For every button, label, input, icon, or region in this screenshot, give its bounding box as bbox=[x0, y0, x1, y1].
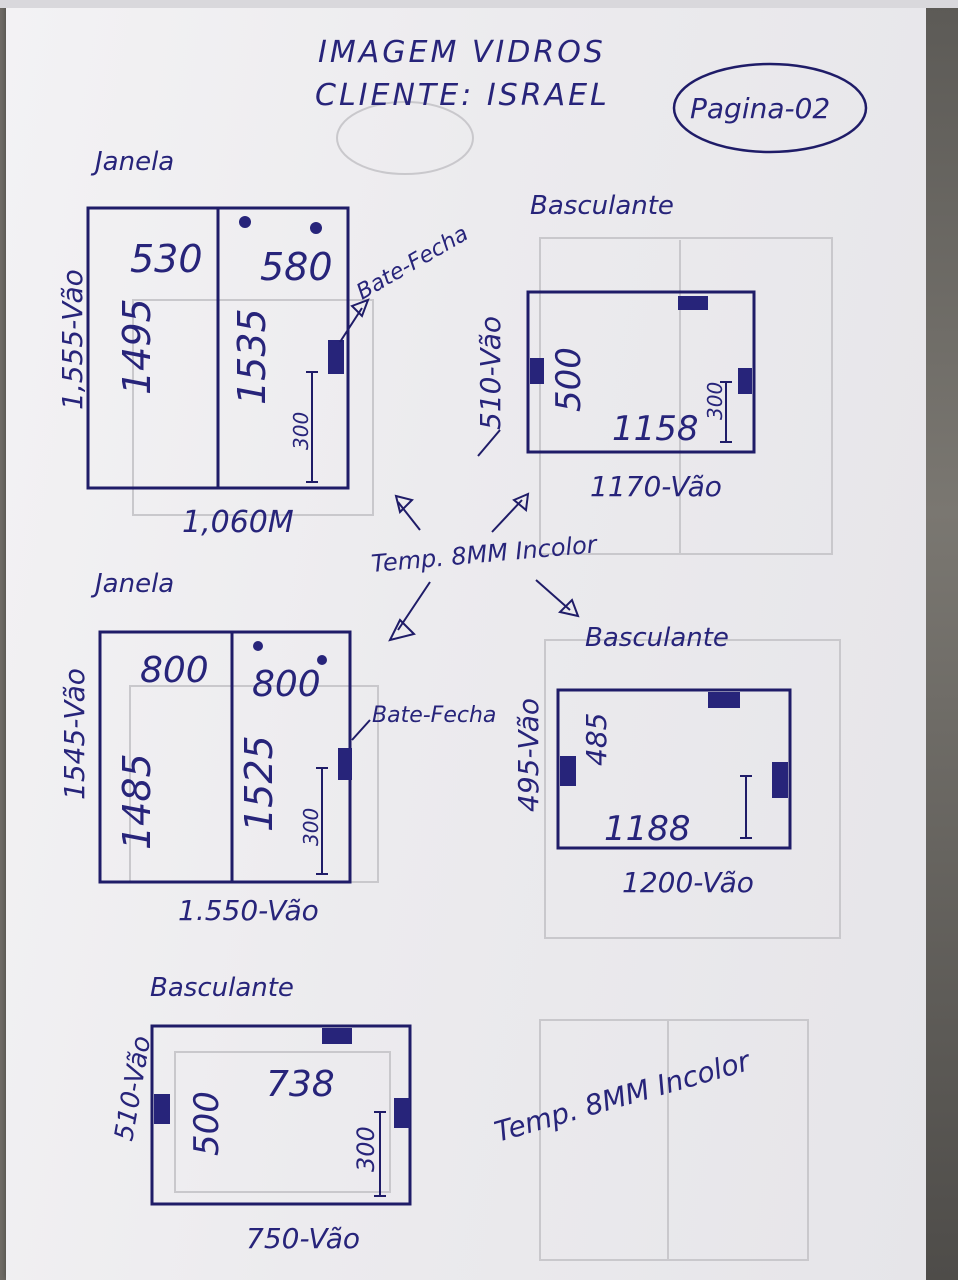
arrow-to-window-1 bbox=[397, 501, 421, 531]
basculante-1-latch-height: 300 bbox=[703, 382, 727, 420]
window-2-hole-left bbox=[253, 641, 263, 651]
window-1-left-height: 1495 bbox=[115, 298, 159, 395]
basculante-2-frame bbox=[556, 688, 792, 850]
basculante-3-latch-top bbox=[322, 1028, 352, 1044]
window-2-right-height: 1525 bbox=[237, 735, 281, 832]
window-1-right-width: 580 bbox=[260, 245, 333, 289]
window-2-hole-right bbox=[317, 655, 327, 665]
arrow-from-basculante-1 bbox=[477, 429, 501, 457]
basculante-3-width: 738 bbox=[266, 1064, 335, 1105]
glass-spec-note: Temp. 8MM Incolor bbox=[370, 530, 600, 578]
window-1-left-width: 530 bbox=[130, 237, 203, 281]
document-title: IMAGEM VIDROS bbox=[318, 35, 606, 70]
basculante-1-opening-width: 1170-Vão bbox=[590, 470, 722, 503]
basculante-1-height: 500 bbox=[549, 347, 589, 412]
basculante-2-opening-height: 495-Vão bbox=[512, 698, 545, 812]
window-1-hole-right bbox=[310, 222, 322, 234]
basculante-1-opening-height: 510-Vão bbox=[474, 316, 507, 430]
window-1-latch-height: 300 bbox=[289, 412, 313, 450]
page-number: Pagina-02 bbox=[690, 92, 830, 125]
basculante-2: Basculante 485 1188 495-Vão 1200-Vão bbox=[512, 623, 792, 899]
basculante-1-latch-right bbox=[738, 368, 752, 394]
window-2-latch-height: 300 bbox=[299, 808, 323, 846]
basculante-2-height: 485 bbox=[580, 713, 613, 766]
window-2-opening-height: 1545-Vão bbox=[58, 668, 91, 800]
basculante-2-latch-top bbox=[708, 692, 740, 708]
basculante-3-opening-height: 510-Vão bbox=[109, 1034, 157, 1144]
basculante-3-latch-right bbox=[394, 1098, 410, 1128]
window-2-right-width: 800 bbox=[252, 664, 321, 705]
basculante-2-latch-left bbox=[560, 756, 576, 786]
window-1-latch-label: Bate-Fecha bbox=[353, 221, 473, 305]
basculante-2-opening-width: 1200-Vão bbox=[622, 866, 754, 899]
window-2-left-height: 1485 bbox=[115, 753, 159, 850]
window-2: Janela 800 800 1485 1525 300 1545-Vão 1.… bbox=[58, 569, 496, 927]
window-1-opening-height: 1,555-Vão bbox=[56, 269, 89, 410]
background-surface bbox=[926, 0, 958, 1280]
glass-spec-note-bottom: Temp. 8MM Incolor bbox=[491, 1044, 755, 1149]
window-2-opening-width: 1.550-Vão bbox=[178, 894, 319, 927]
basculante-2-latch-right bbox=[772, 762, 788, 798]
basculante-2-label: Basculante bbox=[585, 623, 729, 653]
basculante-1: Basculante 500 1158 300 510-Vão 1170-Vão bbox=[474, 191, 756, 503]
arrow-to-basculante-2 bbox=[535, 579, 571, 611]
window-1-label: Janela bbox=[90, 147, 174, 177]
basculante-1-frame bbox=[526, 290, 756, 454]
basculante-3-height: 500 bbox=[187, 1091, 227, 1156]
basculante-3-latch-height: 300 bbox=[352, 1126, 380, 1172]
window-2-latch-label: Bate-Fecha bbox=[372, 703, 496, 728]
basculante-3: Basculante 500 738 300 510-Vão 750-Vão bbox=[109, 973, 412, 1255]
paper-top-edge bbox=[0, 0, 958, 8]
window-1-right-height: 1535 bbox=[230, 308, 274, 405]
window-1-opening-width: 1,060M bbox=[182, 505, 294, 540]
window-1-hole-left bbox=[239, 216, 251, 228]
basculante-3-label: Basculante bbox=[150, 973, 294, 1003]
page-number-circle bbox=[672, 62, 868, 154]
basculante-2-width: 1188 bbox=[604, 809, 691, 849]
basculante-1-latch-top bbox=[678, 296, 708, 310]
basculante-1-latch-left bbox=[530, 358, 544, 384]
header: IMAGEM VIDROS CLIENTE: ISRAEL Pagina-02 bbox=[315, 35, 868, 154]
window-1: Janela 530 580 1495 1535 300 1,555-Vão 1… bbox=[56, 147, 473, 540]
client-line: CLIENTE: ISRAEL bbox=[315, 78, 610, 113]
window-2-latch bbox=[338, 748, 352, 780]
basculante-1-label: Basculante bbox=[530, 191, 674, 221]
window-2-latch-arrow bbox=[351, 719, 371, 741]
basculante-3-opening-width: 750-Vão bbox=[246, 1222, 360, 1255]
glass-note-center: Temp. 8MM Incolor bbox=[370, 429, 600, 642]
window-2-label: Janela bbox=[90, 569, 174, 599]
window-2-left-width: 800 bbox=[140, 650, 209, 691]
arrow-to-basculante-1 bbox=[491, 499, 523, 533]
basculante-3-latch-left bbox=[154, 1094, 170, 1124]
show-through-marks bbox=[129, 101, 841, 1261]
basculante-1-width: 1158 bbox=[612, 409, 699, 449]
window-1-latch bbox=[328, 340, 344, 374]
